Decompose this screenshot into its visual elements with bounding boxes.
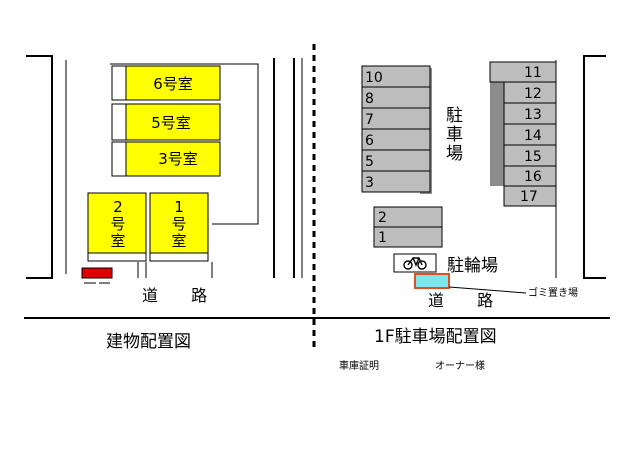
parking-slot-3 — [361, 170, 431, 193]
room-1-label-line3: 室 — [171, 232, 186, 250]
room-3-edge — [111, 141, 127, 177]
room-2-label-line1: 2 — [113, 198, 123, 216]
parking-slot-6-label: 6 — [365, 133, 374, 149]
parking-slot-2-label: 2 — [378, 210, 387, 226]
garage-certificate-note: 車庫証明 — [339, 359, 379, 372]
right-column-slots: 11 12 13 14 15 16 17 — [489, 61, 557, 207]
parking-slot-15-label: 15 — [524, 149, 542, 165]
parking-slot-3-label: 3 — [365, 175, 374, 191]
building-outline — [110, 63, 259, 225]
bicycle-parking-label: 駐輪場 — [447, 256, 498, 276]
right-boundary-wall — [583, 55, 606, 279]
garbage-area — [414, 273, 450, 289]
parking-slot-11 — [489, 61, 557, 83]
building-layout-plan: 6号室 5号室 3号室 2 号 室 1 号 室 道 路 — [26, 55, 275, 305]
room-5-label: 5号室 — [151, 114, 191, 132]
room-6-label: 6号室 — [153, 75, 193, 93]
garbage-area-label: ゴミ置き場 — [528, 286, 578, 299]
parking-slot-14-label: 14 — [524, 128, 542, 144]
parking-layout-title: 1F駐車場配置図 — [374, 327, 497, 347]
left-road-label: 道 路 — [142, 286, 221, 305]
bottom-slots: 2 1 — [373, 206, 443, 248]
room-3 — [125, 141, 221, 177]
parking-slot-17 — [503, 185, 557, 207]
parking-slot-10-label: 10 — [365, 70, 383, 86]
bicycle-parking-box — [393, 253, 437, 273]
parking-label-line2: 車 — [446, 125, 463, 145]
left-boundary-wall — [26, 55, 53, 279]
room-6 — [125, 65, 221, 101]
parking-slot-16-label: 16 — [524, 169, 542, 185]
room-2-label-line2: 号 — [110, 215, 125, 233]
owner-note: オーナー様 — [435, 359, 485, 372]
parking-slot-17-label: 17 — [520, 189, 538, 205]
room-2-label-line3: 室 — [110, 232, 125, 250]
parking-slot-11-label: 11 — [524, 65, 542, 81]
room-5-edge — [111, 103, 127, 141]
parking-slot-12-label: 12 — [524, 86, 542, 102]
bicycle-icon — [403, 257, 427, 270]
room-1-label-line1: 1 — [174, 198, 184, 216]
room-6-edge — [111, 65, 127, 101]
garbage-pointer-line — [448, 286, 527, 294]
parking-slot-8-label: 8 — [365, 91, 374, 107]
parking-slot-7-label: 7 — [365, 112, 374, 128]
parking-label-line3: 場 — [446, 144, 463, 164]
room-5 — [125, 103, 221, 141]
room-2-step — [87, 252, 147, 262]
parking-label-line1: 駐 — [446, 106, 463, 126]
parking-slot-13-label: 13 — [524, 107, 542, 123]
parking-slot-1-label: 1 — [378, 230, 387, 246]
parking-layout-plan: 10 8 7 6 5 3 駐 車 場 2 1 11 12 — [293, 55, 606, 310]
parking-slot-5-label: 5 — [365, 154, 374, 170]
right-road-label: 道 路 — [428, 291, 507, 310]
room-1-step — [149, 252, 209, 262]
parking-slot-1 — [373, 226, 443, 248]
room-3-label: 3号室 — [158, 150, 198, 168]
mailbox-marker — [81, 267, 113, 279]
room-1-label-line2: 号 — [171, 215, 186, 233]
left-column-slots: 10 8 7 6 5 3 — [361, 65, 431, 193]
building-layout-title: 建物配置図 — [106, 332, 191, 352]
